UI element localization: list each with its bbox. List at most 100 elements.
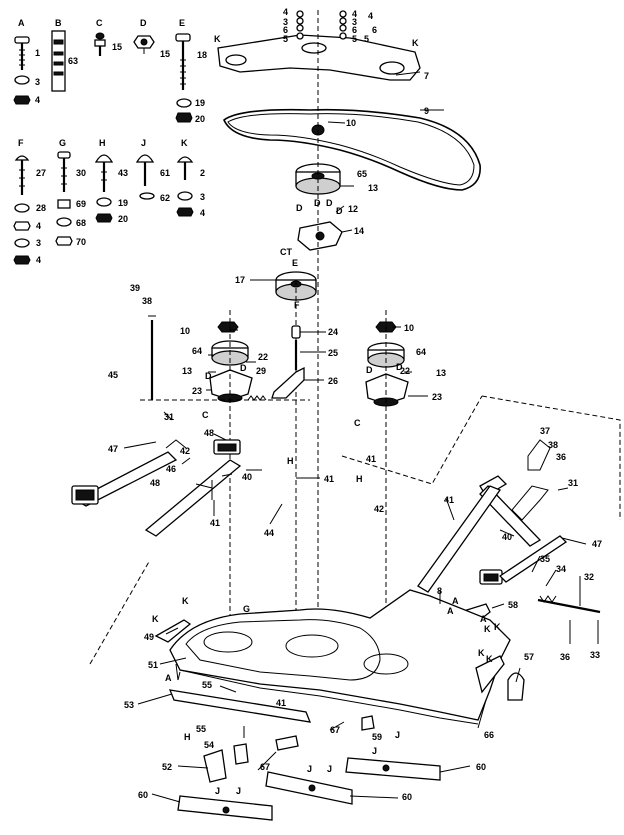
label-13b: 13 <box>182 366 192 376</box>
label-letter-h-bottom: H <box>184 732 191 742</box>
label-letter-k-deck-left: K <box>182 596 189 606</box>
label-letter-c-left: C <box>202 410 209 420</box>
bottom-parts <box>154 619 525 821</box>
label-23b: 23 <box>432 392 442 402</box>
label-letter-h: H <box>99 138 106 148</box>
label-28: 28 <box>36 203 46 213</box>
label-letter-k-right-4: K <box>486 654 493 664</box>
label-64: 64 <box>192 346 202 356</box>
label-22: 22 <box>258 352 268 362</box>
label-letter-g-deck: G <box>243 604 250 614</box>
label-18: 18 <box>197 50 207 60</box>
label-66: 66 <box>484 730 494 740</box>
label-letter-d-idler-3: D <box>326 198 333 208</box>
center-pulley-stack <box>275 124 343 301</box>
label-20b: 20 <box>118 214 128 224</box>
label-letter-k-right-2: K <box>494 622 501 632</box>
label-32: 32 <box>584 572 594 582</box>
label-62: 62 <box>160 193 170 203</box>
label-10c: 10 <box>404 323 414 333</box>
label-letter-j-center-1: J <box>307 764 312 774</box>
hardware-d-nut <box>133 35 155 54</box>
part-labels: A B C D E F G H J K 1 3 4 63 15 15 18 19… <box>18 7 602 802</box>
label-letter-a-right-2: A <box>480 614 487 624</box>
label-25: 25 <box>328 348 338 358</box>
label-36b: 36 <box>560 652 570 662</box>
left-spindle-assembly <box>148 310 305 640</box>
label-letter-c: C <box>96 18 103 28</box>
label-41d: 41 <box>444 495 454 505</box>
label-letter-h-left: H <box>287 456 294 466</box>
hardware-g-bolt <box>55 151 73 246</box>
label-12: 12 <box>348 204 358 214</box>
label-47b: 47 <box>592 539 602 549</box>
label-5: 5 <box>283 34 288 44</box>
label-letter-d-idler-4: D <box>336 206 343 216</box>
label-letter-k-deck-left-2: K <box>152 614 159 624</box>
hardware-legend <box>13 30 194 265</box>
label-20: 20 <box>195 114 205 124</box>
label-15b: 15 <box>160 49 170 59</box>
label-4d: 4 <box>200 208 205 218</box>
label-letter-h-right: H <box>356 474 363 484</box>
label-5c: 5 <box>364 34 369 44</box>
label-51: 51 <box>148 660 158 670</box>
label-letter-k-right-1: K <box>484 624 491 634</box>
label-70: 70 <box>76 237 86 247</box>
label-41b: 41 <box>324 474 334 484</box>
hardware-h-bolt <box>94 154 114 223</box>
hardware-f-bolt <box>13 155 31 265</box>
label-48: 48 <box>204 428 214 438</box>
label-6b: 6 <box>352 25 357 35</box>
label-9: 9 <box>424 106 429 116</box>
idler-bracket-assembly <box>217 10 421 81</box>
label-60-right: 60 <box>476 762 486 772</box>
label-36: 36 <box>556 452 566 462</box>
label-1: 1 <box>35 48 40 58</box>
label-letter-d-right-1: D <box>366 365 373 375</box>
label-63: 63 <box>68 56 78 66</box>
label-38b: 38 <box>548 440 558 450</box>
label-letter-k-bracket-left: K <box>214 34 221 44</box>
label-40b: 40 <box>502 532 512 542</box>
label-13: 13 <box>368 183 378 193</box>
label-35: 35 <box>540 554 550 564</box>
label-39: 39 <box>130 283 140 293</box>
label-3: 3 <box>35 77 40 87</box>
label-letter-d-idler-1: D <box>296 203 303 213</box>
label-49: 49 <box>144 632 154 642</box>
label-4g: 4 <box>368 11 373 21</box>
label-17: 17 <box>235 275 245 285</box>
label-44: 44 <box>264 528 274 538</box>
label-letter-g: G <box>59 138 66 148</box>
hardware-j-bolt <box>135 154 155 200</box>
label-43: 43 <box>118 168 128 178</box>
label-13c: 13 <box>436 368 446 378</box>
label-letter-b: B <box>55 18 62 28</box>
label-29: 29 <box>256 366 266 376</box>
label-letter-f-rod: F <box>294 300 300 310</box>
label-30: 30 <box>76 168 86 178</box>
label-69: 69 <box>76 199 86 209</box>
label-letter-d-idler-2: D <box>314 198 321 208</box>
label-10b: 10 <box>180 326 190 336</box>
label-31: 31 <box>164 412 174 422</box>
label-53: 53 <box>124 700 134 710</box>
label-letter-ct: CT <box>280 247 292 257</box>
drive-belt <box>223 108 481 191</box>
label-46: 46 <box>166 464 176 474</box>
label-letter-j-left-2: J <box>236 786 241 796</box>
label-letter-j-center-2: J <box>327 764 332 774</box>
label-64b: 64 <box>416 347 426 357</box>
label-3c: 3 <box>200 192 205 202</box>
label-letter-j-right-2: J <box>395 730 400 740</box>
label-33: 33 <box>590 650 600 660</box>
label-41e: 41 <box>276 698 286 708</box>
label-41c: 41 <box>366 454 376 464</box>
label-8: 8 <box>437 586 442 596</box>
label-letter-j-right-1: J <box>372 746 377 756</box>
label-65: 65 <box>357 169 367 179</box>
label-letter-e-idler: E <box>292 258 298 268</box>
label-41: 41 <box>210 518 220 528</box>
label-60-left: 60 <box>138 790 148 800</box>
